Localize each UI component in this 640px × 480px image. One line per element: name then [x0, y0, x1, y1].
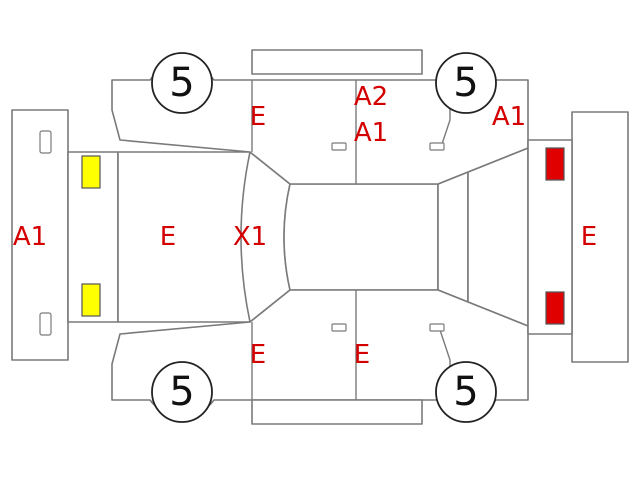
mark-rear-bumper: E [581, 222, 597, 252]
mark-right-front-door: E [250, 340, 266, 370]
headlight-right-icon [81, 283, 101, 317]
right-rocker-panel [251, 399, 423, 425]
tire-front-left: 5 [151, 52, 213, 114]
rear-hatch-panel [467, 147, 529, 327]
mark-windshield: X1 [233, 222, 267, 252]
tire-rear-left-value: 5 [453, 60, 478, 106]
mark-left-front-door: E [250, 102, 266, 132]
left-rocker-panel [251, 49, 423, 75]
mark-hood: E [160, 222, 176, 252]
tire-front-left-value: 5 [169, 60, 194, 106]
mark-front-bumper: A1 [13, 222, 47, 252]
taillight-upper-icon [545, 147, 565, 181]
roof-panel [283, 183, 439, 291]
left-door-handle-rear-icon [429, 142, 445, 151]
tire-front-right-value: 5 [169, 369, 194, 415]
right-door-handle-front-icon [331, 323, 347, 332]
taillight-lower-icon [545, 291, 565, 325]
tire-rear-left: 5 [435, 52, 497, 114]
front-fog-lamp-upper-icon [39, 130, 52, 154]
headlight-left-icon [81, 155, 101, 189]
rear-panel [527, 139, 573, 335]
tire-front-right: 5 [151, 361, 213, 423]
rear-window-panel [437, 171, 469, 303]
mark-left-rear-door-a2: A2 [354, 82, 388, 112]
mark-right-rear-door: E [354, 340, 370, 370]
right-door-handle-rear-icon [429, 323, 445, 332]
hood-panel [117, 151, 251, 323]
tire-rear-right: 5 [435, 361, 497, 423]
left-door-handle-front-icon [331, 142, 347, 151]
rear-bumper [527, 111, 629, 363]
front-bumper [11, 109, 69, 361]
front-fog-lamp-lower-icon [39, 312, 52, 336]
mark-left-rear-door-a1: A1 [354, 118, 388, 148]
mark-rear-left-corner: A1 [492, 102, 526, 132]
front-section [67, 151, 119, 323]
tire-rear-right-value: 5 [453, 369, 478, 415]
